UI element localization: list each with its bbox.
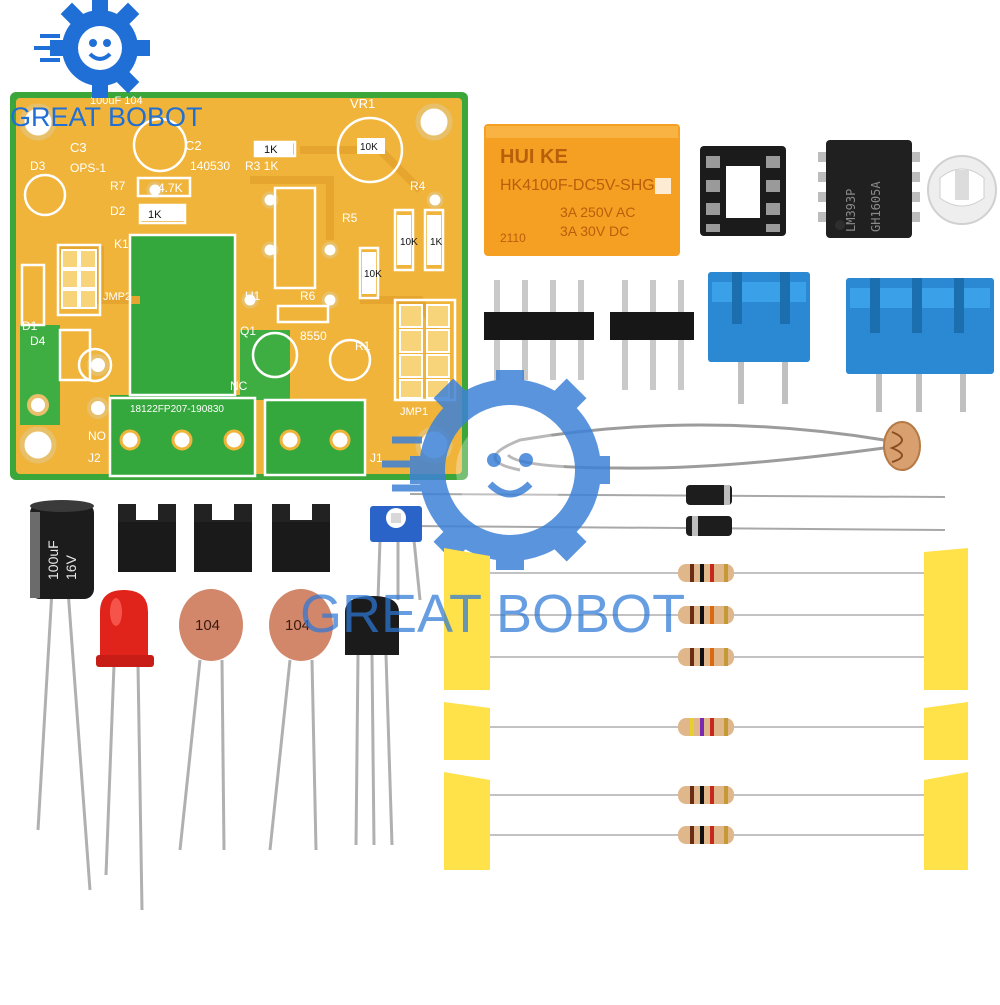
brand-watermark-text: GREAT BOBOT <box>300 584 686 644</box>
label-r5: R5 <box>342 211 358 225</box>
svg-text:10K: 10K <box>364 269 382 280</box>
label-q1: Q1 <box>240 324 256 338</box>
ceramic-cap-value: 104 <box>195 617 220 634</box>
relay-rating-ac: 3A 250V AC <box>560 204 636 220</box>
svg-text:1K: 1K <box>430 237 443 248</box>
label-d4: D4 <box>30 334 46 348</box>
label-ops: OPS-1 <box>70 161 106 175</box>
resistor <box>490 786 924 804</box>
jumper-cap <box>272 502 330 572</box>
label-r7-value: 4.7K <box>158 181 183 195</box>
brand-logo <box>34 0 150 98</box>
label-date-code: 140530 <box>190 159 230 173</box>
ceramic-capacitor: 104 <box>268 589 333 851</box>
pin-header-4 <box>484 280 594 380</box>
pcb-resistor-prints: 1K 1K 10K 1K 10K 10K <box>140 138 443 294</box>
resistor-strip-top <box>444 548 968 690</box>
resistor-strip-bottom <box>444 772 968 870</box>
brand-name-top: GREAT BOBOT <box>10 102 203 132</box>
svg-text:1K: 1K <box>264 144 278 156</box>
ic-socket <box>700 146 786 236</box>
pcb-board: VR1 100uF 104 C2 C3 OPS-1 R3 1K R7 4.7K … <box>10 92 468 480</box>
ecap-value: 100uF <box>45 540 61 580</box>
ecap-voltage: 16V <box>63 554 79 580</box>
resistor <box>490 826 924 844</box>
label-r1: R1 <box>355 339 371 353</box>
pcb-silkscreen-text: VR1 100uF 104 C2 C3 OPS-1 R3 1K R7 4.7K … <box>22 95 428 465</box>
label-d1: D1 <box>22 319 38 333</box>
resistor <box>490 564 924 582</box>
watermark-gear <box>382 370 610 570</box>
label-d2: D2 <box>110 204 126 218</box>
label-vr1: VR1 <box>350 96 375 111</box>
label-r5-pcb: 1K <box>148 209 162 221</box>
label-board-code: 18122FP207-190830 <box>130 404 224 415</box>
mounting-hole <box>415 103 453 141</box>
label-c3: C3 <box>70 140 87 155</box>
resistor <box>490 718 924 736</box>
relay-rating-dc: 3A 30V DC <box>560 223 629 239</box>
label-r3: R3 1K <box>245 159 278 173</box>
label-nc: NC <box>230 379 248 393</box>
label-q1-model: 8550 <box>300 329 327 343</box>
resistor <box>490 648 924 666</box>
copper-pour <box>130 235 235 395</box>
jmp2-pins <box>61 249 97 309</box>
resistor-strip-middle <box>444 702 968 760</box>
label-jmp2: JMP2 <box>103 291 131 303</box>
svg-text:10K: 10K <box>400 237 418 248</box>
trimmer-potentiometer <box>370 506 422 601</box>
label-c2: C2 <box>185 138 202 153</box>
electrolytic-capacitor: 100uF 16V <box>30 500 94 891</box>
relay-model: HK4100F-DC5V-SHG <box>500 177 655 194</box>
jumper-cap <box>194 502 252 572</box>
plastic-clip <box>927 155 997 225</box>
resistor <box>490 606 924 624</box>
transistor <box>345 596 399 846</box>
diode <box>409 516 946 536</box>
ceramic-cap-value: 104 <box>285 617 310 634</box>
mounting-hole <box>19 426 57 464</box>
terminal-block-2pin <box>708 272 810 404</box>
label-r6: R6 <box>300 289 316 303</box>
label-r7: R7 <box>110 179 126 193</box>
terminal-block-3pin <box>846 278 994 412</box>
pin-header-3 <box>610 280 694 390</box>
label-d3: D3 <box>30 159 46 173</box>
ic-model: LM393P <box>844 189 858 232</box>
label-k1: K1 <box>114 237 129 251</box>
label-pot-value: 10K <box>360 142 378 153</box>
terminal-pads <box>119 429 351 451</box>
relay-brand: HUI KE <box>500 146 568 168</box>
ic-code: GH1605A <box>869 181 883 232</box>
relay: HUI KE HK4100F-DC5V-SHG 3A 250V AC 3A 30… <box>484 124 680 256</box>
relay-date: 2110 <box>500 231 526 245</box>
red-led <box>96 590 154 911</box>
mounting-hole <box>19 103 57 141</box>
label-r4: R4 <box>410 179 426 193</box>
label-j2: J2 <box>88 451 101 465</box>
ic-chip-lm393: LM393P GH1605A <box>818 140 920 238</box>
label-j1: J1 <box>370 451 383 465</box>
ceramic-capacitor: 104 <box>178 589 243 851</box>
label-no: NO <box>88 429 106 443</box>
label-u1: U1 <box>245 289 261 303</box>
label-jmp1: JMP1 <box>400 406 428 418</box>
jumper-cap <box>118 502 176 572</box>
